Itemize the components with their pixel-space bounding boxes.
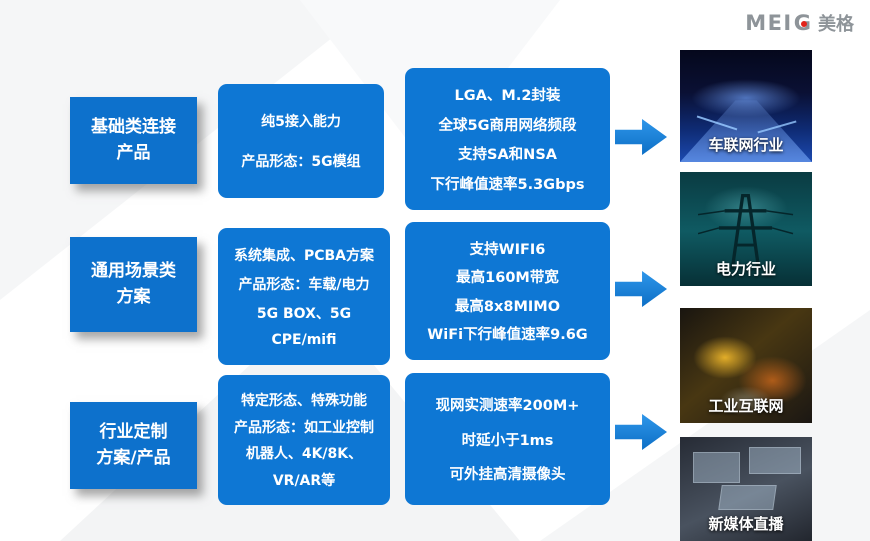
- category-box-industry-custom: 行业定制 方案/产品: [70, 402, 197, 489]
- product-line: 产品形态：车载/电力: [238, 277, 370, 293]
- category-box-basic-connectivity: 基础类连接 产品: [70, 97, 197, 184]
- industry-tile-vehicle-network: 车联网行业: [680, 50, 812, 162]
- category-line: 方案/产品: [96, 447, 171, 468]
- spec-line: 下行峰值速率5.3Gbps: [430, 176, 585, 193]
- product-line: 产品形态：如工业控制: [234, 419, 374, 436]
- product-line: 机器人、4K/8K、: [245, 446, 363, 463]
- spec-box-5g-module: LGA、M.2封装 全球5G商用网络频段 支持SA和NSA 下行峰值速率5.3G…: [405, 68, 610, 210]
- industry-tile-electric-power: 电力行业: [680, 172, 812, 286]
- industrial-internet-photo: [680, 308, 812, 423]
- category-line: 通用场景类: [91, 261, 176, 281]
- photo-decoration: [693, 451, 741, 483]
- product-line: 纯5接入能力: [261, 114, 341, 131]
- category-box-general-scenario: 通用场景类 方案: [70, 237, 197, 332]
- spec-line: 可外挂高清摄像头: [449, 466, 566, 483]
- vehicle-network-photo: [680, 50, 812, 162]
- spec-line: 支持SA和NSA: [458, 147, 557, 164]
- product-line: 特定形态、特殊功能: [241, 392, 367, 409]
- industry-label: 车联网行业: [708, 136, 784, 154]
- photo-decoration: [748, 447, 801, 475]
- product-line: VR/AR等: [272, 473, 336, 490]
- logo-latin-text: MEI: [745, 11, 793, 35]
- category-line: 产品: [116, 142, 151, 163]
- spec-box-live-network: 现网实测速率200M+ 时延小于1ms 可外挂高清摄像头: [405, 373, 610, 505]
- photo-decoration: [703, 185, 789, 232]
- category-line: 方案: [116, 286, 151, 307]
- logo-g-mark: G: [793, 11, 811, 35]
- photo-decoration: [719, 386, 773, 417]
- spec-line: 全球5G商用网络频段: [438, 117, 577, 134]
- product-box-special-function: 特定形态、特殊功能 产品形态：如工业控制 机器人、4K/8K、 VR/AR等: [218, 375, 390, 505]
- product-line: 5G BOX、5G: [256, 306, 352, 322]
- photo-decoration: [717, 484, 777, 510]
- logo-chinese-text: 美格: [818, 14, 854, 35]
- industry-label: 工业互联网: [708, 397, 784, 415]
- category-line: 基础类连接: [91, 117, 176, 137]
- product-line: CPE/mifi: [271, 332, 337, 348]
- meig-logo: MEI G 美格: [745, 10, 854, 36]
- spec-line: 支持WIFI6: [469, 241, 546, 258]
- spec-line: 现网实测速率200M+: [435, 398, 580, 415]
- industry-tile-new-media-live: 新媒体直播: [680, 437, 812, 541]
- product-box-5g-module: 纯5接入能力 产品形态：5G模组: [218, 84, 384, 198]
- power-pylon-graphic: [698, 194, 794, 271]
- spec-box-wifi6: 支持WIFI6 最高160M带宽 最高8x8MIMO WiFi下行峰值速率9.6…: [405, 222, 610, 360]
- product-line: 产品形态：5G模组: [241, 153, 361, 170]
- spec-line: 最高160M带宽: [456, 270, 559, 287]
- electric-power-photo: [680, 172, 812, 286]
- product-line: 系统集成、PCBA方案: [233, 248, 375, 264]
- industry-label: 新媒体直播: [708, 515, 784, 533]
- photo-decoration: [738, 356, 807, 405]
- spec-line: 最高8x8MIMO: [454, 298, 561, 315]
- spec-line: WiFi下行峰值速率9.6G: [427, 327, 588, 344]
- industry-tile-industrial-internet: 工业互联网: [680, 308, 812, 423]
- product-box-system-integration: 系统集成、PCBA方案 产品形态：车载/电力 5G BOX、5G CPE/mif…: [218, 228, 390, 365]
- category-line: 行业定制: [99, 422, 168, 442]
- new-media-live-photo: [680, 437, 812, 541]
- industry-label: 电力行业: [715, 260, 776, 278]
- spec-line: 时延小于1ms: [461, 432, 554, 449]
- spec-line: LGA、M.2封装: [454, 88, 561, 105]
